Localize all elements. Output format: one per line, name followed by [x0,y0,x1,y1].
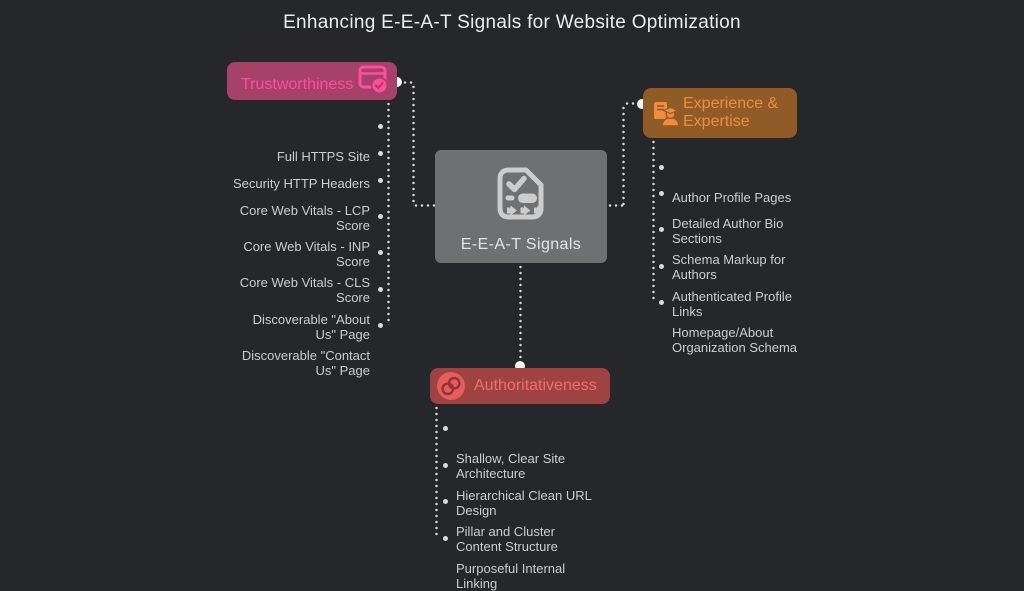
spine-auth-items [435,405,438,538]
list-item-label: Author Profile Pages [672,190,792,206]
list-item-label: Discoverable "Contact Us" Page [241,348,370,378]
list-item: Core Web Vitals - LCP Score [220,175,383,233]
list-item: Discoverable "Contact Us" Page [220,320,383,378]
bullet-dot [659,165,664,170]
list-item: Hierarchical Clean URL Design [443,460,606,518]
connector-exp-h1 [607,204,625,207]
list-item: Schema Markup for Authors [659,224,822,282]
list-item-label: Discoverable "About Us" Page [252,312,370,342]
list-item: Author Profile Pages [659,162,822,206]
list-item: Shallow, Clear Site Architecture [443,423,606,481]
bullet-dot [378,287,383,292]
bullet-dot [659,227,664,232]
bullet-dot [659,300,664,305]
bullet-dot [443,463,448,468]
bullet-dot [443,536,448,541]
junction-dot-trust [392,77,402,87]
bullet-dot [378,250,383,255]
bullet-dot [378,178,383,183]
list-item-label: Security HTTP Headers [232,176,370,192]
list-item-label: Authenticated Profile Links [672,289,792,319]
branch-trustworthiness-label: Trustworthiness [241,76,354,93]
bullet-dot [659,191,664,196]
branch-experience-expertise-label: Experience & Expertise [683,94,779,130]
connector-exp-v [622,105,625,206]
connector-auth-v [519,264,522,364]
list-item: Detailed Author Bio Sections [659,188,822,246]
bullet-dot [378,151,383,156]
list-item: Pillar and Cluster Content Structure [443,496,606,554]
checklist-flow-icon [489,163,553,232]
list-item-label: Schema Markup for Authors [672,252,786,282]
linked-rings-icon [436,371,466,406]
list-item: Full HTTPS Site [220,121,383,165]
bullet-dot [378,124,383,129]
connector-trust-v [412,84,415,206]
junction-dot-auth [515,361,525,371]
branch-trustworthiness: Trustworthiness [227,62,397,100]
list-item-label: Core Web Vitals - INP Score [243,239,370,269]
list-item: Core Web Vitals - INP Score [220,211,383,269]
list-item: Security HTTP Headers [220,148,383,192]
connector-exp-h2 [624,102,639,105]
branch-experience-expertise: Experience & Expertise [643,88,797,138]
list-item-label: Shallow, Clear Site Architecture [456,451,566,481]
diagram-title: Enhancing E-E-A-T Signals for Website Op… [283,12,741,33]
bullet-dot [378,323,383,328]
branch-authoritativeness: Authoritativeness [430,368,610,404]
junction-dot-exp [637,99,647,109]
connector-trust-h1 [402,81,416,84]
list-item-label: Core Web Vitals - CLS Score [239,275,370,305]
bullet-dot [443,499,448,504]
list-item-label: Core Web Vitals - LCP Score [239,203,370,233]
spine-exp-items [652,139,655,301]
list-item-label: Homepage/About Organization Schema [672,325,798,355]
list-item-label: Detailed Author Bio Sections [672,216,784,246]
verified-browser-icon [358,65,390,100]
connector-trust-h2 [413,204,435,207]
list-item-label: Hierarchical Clean URL Design [456,488,592,518]
bullet-dot [659,264,664,269]
list-item: Authenticated Profile Links [659,261,822,319]
list-item-label: Full HTTPS Site [276,149,370,165]
list-item: Core Web Vitals - CLS Score [220,247,383,305]
bullet-dot [378,214,383,219]
branch-authoritativeness-label: Authoritativeness [474,377,597,394]
author-education-icon [653,101,681,132]
list-item: Discoverable "About Us" Page [220,284,383,342]
list-item-label: Pillar and Cluster Content Structure [456,524,558,554]
list-item: Homepage/About Organization Schema [659,297,822,355]
spine-trust-items [387,101,390,325]
list-item: Purposeful Internal Linking [443,533,606,591]
central-node-label: E-E-A-T Signals [460,236,582,253]
bullet-dot [443,426,448,431]
